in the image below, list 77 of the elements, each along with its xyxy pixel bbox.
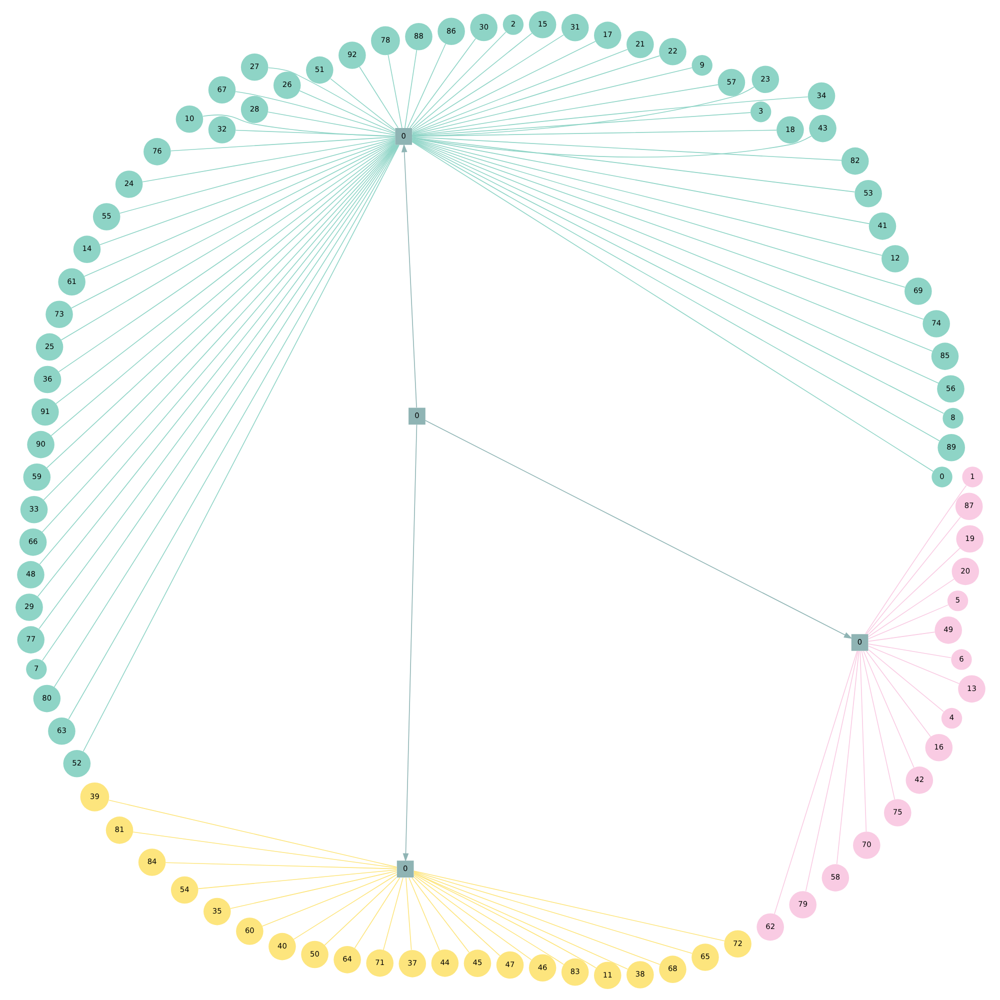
connector — [411, 138, 882, 256]
connector — [234, 130, 395, 137]
connector — [358, 66, 398, 128]
arrow — [424, 420, 852, 639]
connector — [411, 139, 924, 320]
connector — [411, 55, 660, 134]
connector — [413, 872, 596, 968]
connector — [859, 650, 866, 832]
connector — [70, 140, 395, 309]
connector — [411, 32, 532, 130]
connector — [860, 650, 895, 800]
connector — [197, 869, 397, 890]
connector — [408, 38, 476, 128]
connector — [411, 112, 750, 136]
connector — [411, 67, 692, 135]
connector — [774, 650, 858, 914]
connector — [411, 34, 564, 132]
connector — [83, 140, 395, 277]
connector — [411, 84, 718, 136]
connector — [411, 40, 596, 133]
connector — [99, 139, 396, 246]
connector — [411, 137, 855, 192]
connector — [866, 516, 960, 634]
connector — [867, 604, 948, 640]
connector — [867, 632, 935, 642]
connector — [411, 86, 754, 137]
connector — [836, 650, 859, 864]
connector — [267, 67, 395, 132]
connector — [411, 138, 870, 224]
connector — [132, 832, 397, 868]
connector — [867, 644, 951, 658]
connector — [413, 872, 660, 965]
connector — [411, 49, 628, 134]
connector — [411, 877, 469, 953]
connector — [411, 32, 506, 128]
connector — [413, 874, 564, 965]
connector — [865, 650, 931, 738]
connector — [413, 874, 532, 960]
connector — [330, 78, 395, 130]
connector — [864, 485, 966, 634]
connector — [411, 136, 842, 161]
connector — [387, 54, 402, 128]
connector — [867, 578, 954, 638]
connector — [412, 870, 724, 942]
connector — [804, 650, 858, 892]
connector — [413, 871, 692, 954]
connector — [292, 874, 397, 940]
connector — [354, 877, 400, 948]
connector — [868, 646, 959, 684]
connector — [108, 800, 397, 868]
connector — [411, 96, 808, 136]
connector — [202, 114, 396, 137]
arrow — [400, 144, 416, 408]
connector — [411, 138, 905, 288]
connector — [867, 649, 944, 712]
connector — [406, 43, 446, 128]
connector — [405, 877, 412, 950]
connector — [142, 138, 395, 182]
connector — [382, 877, 403, 950]
connector — [267, 112, 396, 136]
connector — [862, 650, 914, 768]
connector — [262, 872, 397, 927]
connector — [404, 50, 417, 128]
connector — [230, 870, 397, 909]
connector — [411, 130, 776, 137]
connector — [164, 862, 397, 870]
connector — [298, 90, 395, 134]
connector — [118, 138, 395, 214]
connector — [867, 548, 960, 635]
connector — [413, 872, 628, 970]
connector — [324, 876, 397, 946]
connector — [413, 876, 500, 956]
arrow — [402, 424, 417, 862]
connector — [170, 136, 396, 152]
connector — [408, 877, 440, 951]
connector — [234, 91, 395, 134]
connector — [411, 136, 812, 158]
